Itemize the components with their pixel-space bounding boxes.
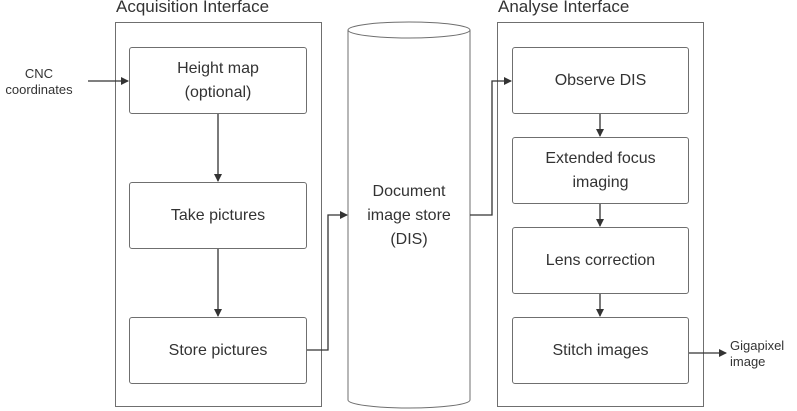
gigapixel-label-line-2: image [730, 353, 766, 369]
height-map-line-2: (optional) [184, 83, 252, 101]
analyse-interface-frame [497, 22, 704, 407]
arrow-dis-to-observe [470, 77, 512, 216]
cnc-coordinates-label: CNC coordinates [0, 66, 78, 97]
gigapixel-label-line-1: Gigapixel [730, 338, 785, 353]
analyse-interface-title: Analyse Interface [498, 0, 630, 16]
arrow-store-to-dis [307, 211, 348, 351]
stitch-images-box: Stitch images [512, 317, 689, 384]
dis-line-1: Document [372, 183, 446, 200]
cnc-label-line-2: coordinates [5, 81, 73, 97]
cnc-label-line-1: CNC [24, 66, 54, 81]
extended-focus-line-2: imaging [572, 173, 629, 191]
height-map-box: Height map (optional) [129, 47, 307, 114]
observe-dis-box: Observe DIS [512, 47, 689, 114]
document-image-store-cylinder [347, 21, 471, 409]
store-pictures-box: Store pictures [129, 317, 307, 384]
extended-focus-line-1: Extended focus [545, 150, 656, 168]
acquisition-interface-frame [115, 22, 322, 407]
take-pictures-box: Take pictures [129, 182, 307, 249]
height-map-line-1: Height map [177, 60, 259, 78]
gigapixel-image-label: Gigapixel image [730, 338, 794, 369]
dis-line-3: (DIS) [390, 231, 428, 248]
document-image-store-label: Document image store (DIS) [348, 180, 470, 252]
dis-line-2: image store [367, 207, 451, 224]
acquisition-interface-title: Acquisition Interface [116, 0, 270, 16]
extended-focus-box: Extended focus imaging [512, 137, 689, 204]
lens-correction-box: Lens correction [512, 227, 689, 294]
